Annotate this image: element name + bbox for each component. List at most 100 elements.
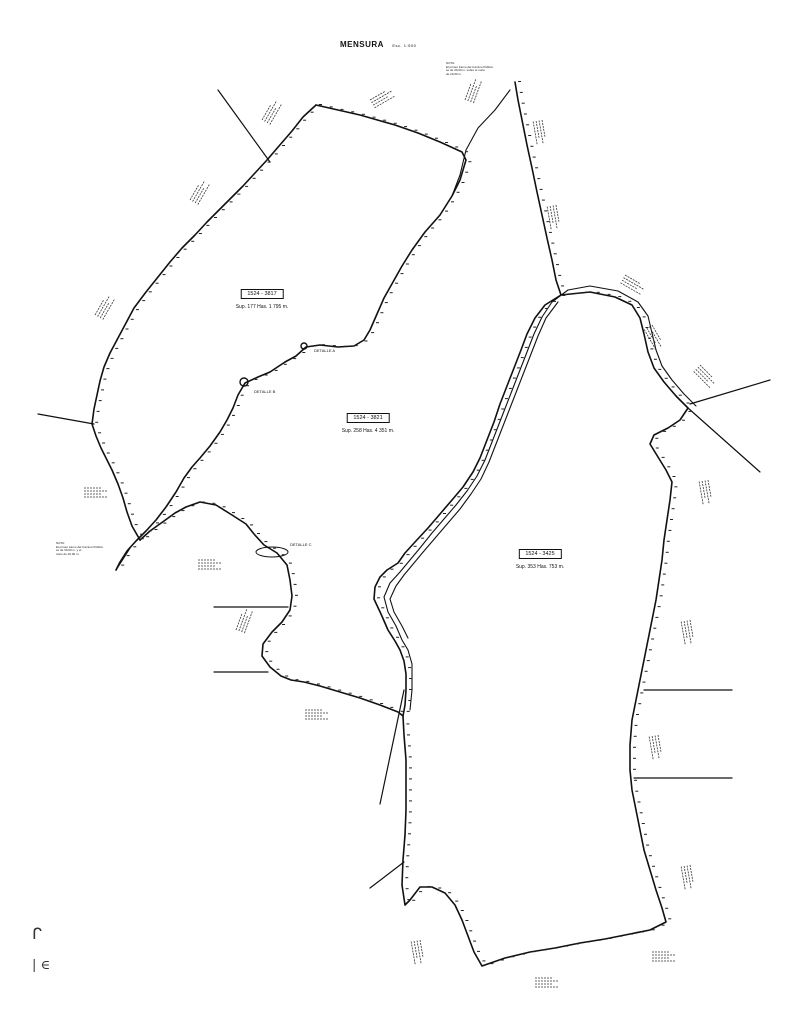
vertex-tick bbox=[295, 594, 298, 596]
vertex-tick bbox=[169, 265, 173, 267]
vertex-tick bbox=[176, 257, 180, 258]
vertex-tick bbox=[241, 518, 245, 519]
vertex-tick bbox=[521, 102, 525, 104]
vertex-tick bbox=[413, 545, 417, 547]
vertex-tick bbox=[380, 703, 384, 704]
neighbour-annotation bbox=[410, 939, 424, 966]
annotation-line bbox=[470, 85, 478, 103]
vertex-tick bbox=[302, 352, 306, 353]
vertex-tick bbox=[633, 735, 637, 737]
annotation-line bbox=[473, 80, 483, 104]
neighbour-annotation bbox=[84, 487, 108, 498]
vertex-tick bbox=[470, 478, 474, 480]
vertex-tick bbox=[115, 347, 119, 349]
vertex-tick bbox=[408, 811, 412, 813]
vertex-tick bbox=[101, 389, 104, 391]
vertex-tick bbox=[371, 332, 375, 334]
neighbour-line-10 bbox=[369, 861, 405, 889]
vertex-tick bbox=[306, 680, 310, 682]
vertex-tick bbox=[126, 555, 130, 557]
vertex-tick bbox=[212, 502, 216, 504]
vertex-tick bbox=[232, 512, 235, 514]
vertex-tick bbox=[406, 723, 410, 725]
vertex-tick bbox=[564, 294, 567, 295]
vertex-tick bbox=[116, 472, 120, 474]
margin-mark-lower: | ∈ bbox=[32, 958, 51, 973]
neighbour-line-9 bbox=[379, 689, 405, 805]
vertex-tick bbox=[556, 264, 559, 266]
vertex-tick bbox=[634, 779, 638, 781]
vertex-tick bbox=[296, 128, 300, 130]
vertex-tick bbox=[246, 385, 250, 387]
vertex-tick bbox=[481, 459, 485, 461]
vertex-tick bbox=[282, 624, 285, 625]
vertex-tick bbox=[183, 248, 187, 250]
vertex-tick bbox=[414, 129, 418, 131]
vertex-tick bbox=[106, 452, 110, 454]
vertex-tick bbox=[332, 345, 336, 347]
vertex-tick bbox=[102, 442, 106, 444]
vertex-tick bbox=[639, 812, 643, 814]
parcel-id: 1524 - 3425 bbox=[518, 549, 562, 559]
vertex-tick bbox=[438, 887, 442, 889]
annotation-line bbox=[657, 734, 662, 753]
vertex-tick bbox=[269, 660, 273, 662]
vertex-tick bbox=[665, 907, 669, 909]
annotation-line bbox=[464, 82, 472, 101]
annotation-line bbox=[269, 103, 283, 125]
vertex-tick bbox=[372, 116, 376, 118]
vertex-tick bbox=[207, 451, 211, 453]
neighbour-annotation bbox=[546, 204, 560, 231]
vertex-tick bbox=[198, 233, 202, 234]
vertex-tick bbox=[551, 242, 555, 244]
parcel-boundary-3821 bbox=[139, 81, 562, 717]
detail-c-marker bbox=[255, 546, 289, 558]
vertex-tick bbox=[546, 221, 550, 223]
vertex-tick bbox=[544, 210, 548, 212]
vertex-tick bbox=[533, 326, 537, 328]
vertex-tick bbox=[448, 892, 452, 894]
vertex-tick bbox=[281, 554, 285, 556]
vertex-tick bbox=[553, 300, 556, 302]
detail-a-label: DETALLE A bbox=[314, 348, 336, 353]
vertex-tick bbox=[400, 273, 404, 275]
parcel-id: 1524 - 3817 bbox=[240, 289, 284, 299]
vertex-tick bbox=[131, 513, 134, 515]
vertex-tick bbox=[565, 945, 569, 947]
vertex-tick bbox=[409, 767, 412, 769]
vertex-tick bbox=[520, 357, 524, 359]
vertex-tick bbox=[156, 522, 159, 524]
vertex-tick bbox=[274, 153, 278, 155]
vertex-tick bbox=[497, 418, 501, 420]
vertex-tick bbox=[361, 113, 365, 115]
vertex-tick bbox=[489, 439, 493, 441]
annotation-line bbox=[410, 941, 416, 966]
vertex-tick bbox=[460, 910, 464, 911]
neighbour-annotation bbox=[464, 78, 483, 104]
vertex-tick bbox=[445, 210, 449, 212]
neighbour-annotation bbox=[369, 90, 396, 109]
note-left: NOTA: El primer tramo del Camino Público… bbox=[56, 541, 104, 556]
vertex-tick bbox=[519, 91, 523, 93]
vertex-tick bbox=[655, 616, 659, 618]
vertex-tick bbox=[417, 245, 421, 247]
vertex-tick bbox=[465, 171, 469, 173]
vertex-tick bbox=[221, 209, 225, 211]
vertex-tick bbox=[532, 156, 536, 158]
vertex-tick bbox=[405, 877, 409, 879]
vertex-tick bbox=[640, 692, 644, 694]
vertex-tick bbox=[686, 402, 690, 404]
annotation-line bbox=[680, 621, 686, 646]
vertex-tick bbox=[408, 756, 412, 758]
neighbour-annotation bbox=[235, 608, 254, 634]
vertex-tick bbox=[254, 378, 258, 380]
vertex-tick bbox=[672, 425, 676, 427]
vertex-tick bbox=[655, 447, 659, 449]
vertex-tick bbox=[671, 508, 675, 510]
road-corridor-inner bbox=[389, 301, 559, 639]
vertex-tick bbox=[682, 419, 685, 421]
annotation-line bbox=[683, 620, 688, 639]
vertex-tick bbox=[274, 369, 278, 371]
neighbour-annotations bbox=[84, 78, 716, 988]
